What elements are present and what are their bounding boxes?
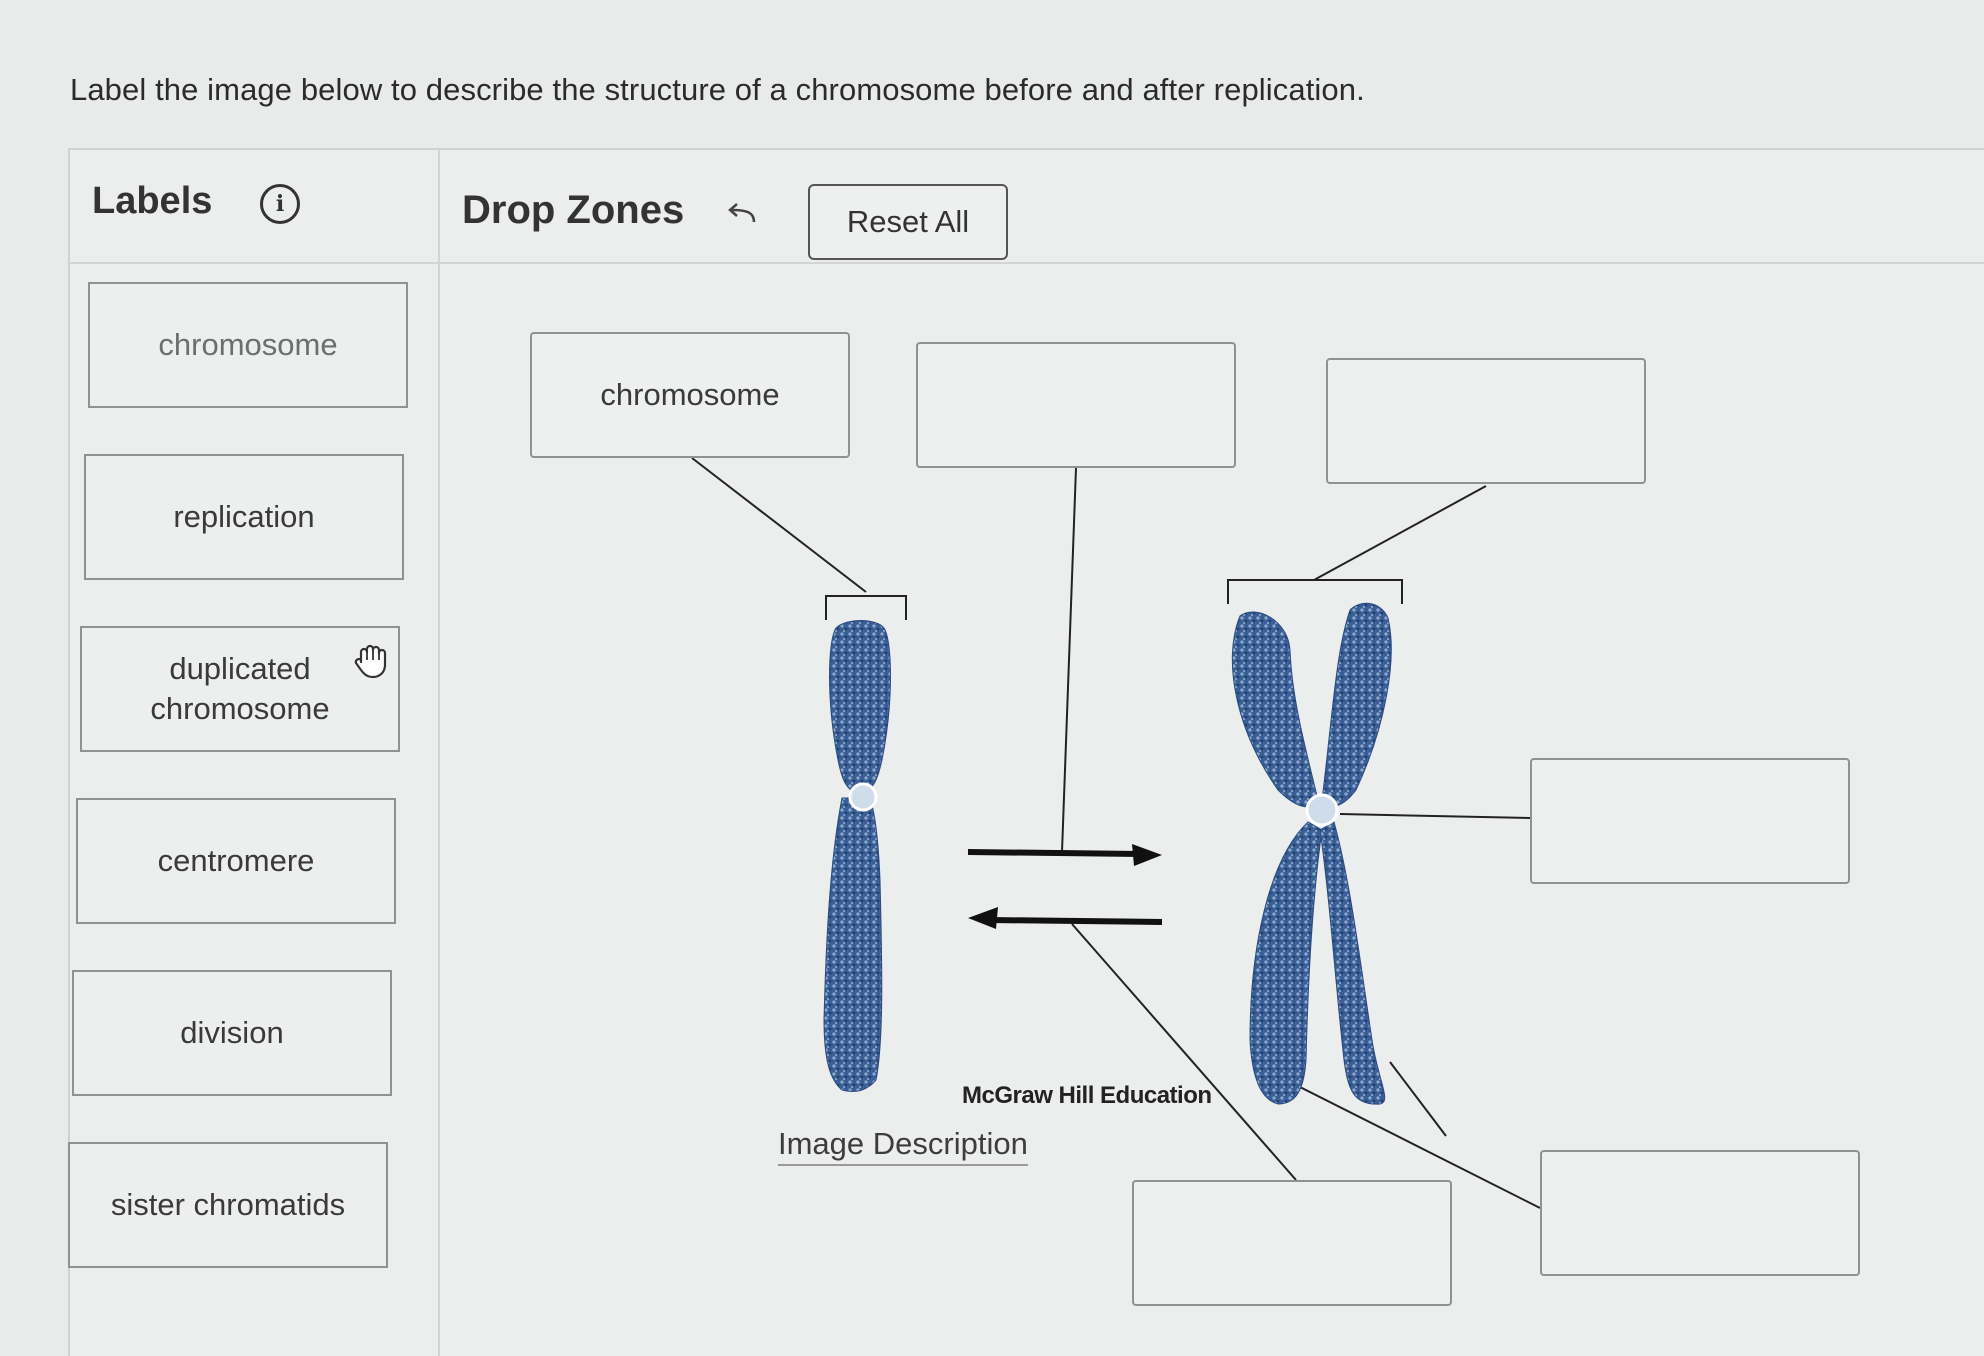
drop-zone-value: chromosome [600,377,779,413]
label-text: sister chromatids [111,1185,345,1225]
drop-zone-2[interactable] [916,342,1236,468]
publisher-credit: McGraw Hill Education [962,1082,1212,1110]
drop-zones-header: Drop Zones Reset All [440,150,1984,264]
label-division[interactable]: division [72,970,392,1096]
label-text: chromosome [158,325,337,365]
drop-zone-1[interactable]: chromosome [530,332,850,458]
drop-zone-5[interactable] [1132,1180,1452,1306]
instruction-text: Label the image below to describe the st… [70,72,1365,108]
drop-zone-4[interactable] [1530,758,1850,884]
labels-header: Labels i [70,150,438,264]
label-centromere[interactable]: centromere [76,798,396,924]
label-chromosome[interactable]: chromosome [88,282,408,408]
label-replication[interactable]: replication [84,454,404,580]
labels-panel: Labels i chromosome replication duplicat… [70,150,440,1356]
reset-all-button[interactable]: Reset All [808,184,1008,260]
label-text: centromere [158,841,315,881]
drop-zones-title: Drop Zones [462,188,684,233]
label-text: replication [173,497,314,537]
drop-zone-3[interactable] [1326,358,1646,484]
label-duplicated-chromosome[interactable]: duplicated chromosome [80,626,400,752]
label-sister-chromatids[interactable]: sister chromatids [68,1142,388,1268]
grab-hand-icon [352,640,388,680]
info-icon[interactable]: i [260,184,300,224]
image-description-link[interactable]: Image Description [778,1126,1028,1166]
label-text: duplicated chromosome [150,649,329,730]
drop-zone-6[interactable] [1540,1150,1860,1276]
label-text: division [180,1013,283,1053]
undo-arrow-icon[interactable] [724,200,758,228]
labels-title: Labels [92,180,212,223]
